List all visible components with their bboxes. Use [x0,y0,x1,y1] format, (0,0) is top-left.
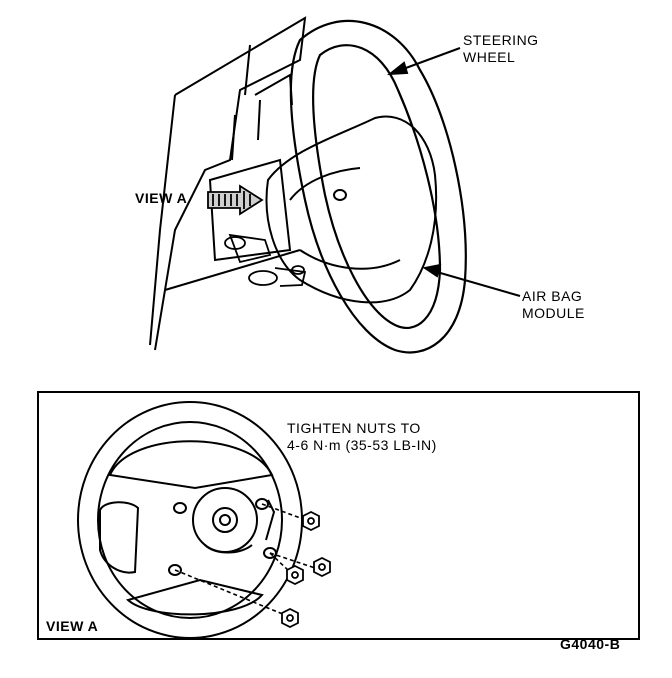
air-bag-module-label-line1: AIR BAG [522,288,583,304]
leader-arrows [386,47,521,297]
torque-note: TIGHTEN NUTS TO 4-6 N·m (35-53 LB-IN) [287,420,437,454]
nut-icon [286,564,304,586]
view-a-box-label: VIEW A [46,618,99,634]
figure-code: G4040-B [560,636,621,652]
air-bag-module [265,115,438,304]
nut-icon [302,510,320,532]
air-bag-module-label: AIR BAG MODULE [522,288,585,322]
wheel-rear-view [77,401,303,639]
torque-note-line2: 4-6 N·m (35-53 LB-IN) [287,437,437,453]
torque-note-line1: TIGHTEN NUTS TO [287,420,421,436]
steering-wheel [289,19,467,354]
nut-icon [281,607,299,629]
dashboard-panel [149,16,307,351]
air-bag-module-label-line2: MODULE [522,305,585,321]
steering-wheel-label-line1: STEERING [463,32,539,48]
steering-wheel-label: STEERING WHEEL [463,32,539,66]
view-a-arrow-icon [207,184,264,216]
nut-icon [313,556,331,578]
view-a-frame [37,391,640,640]
stud-lines [174,503,316,616]
steering-wheel-label-line2: WHEEL [463,49,516,65]
view-a-arrow-label: VIEW A [135,190,188,206]
